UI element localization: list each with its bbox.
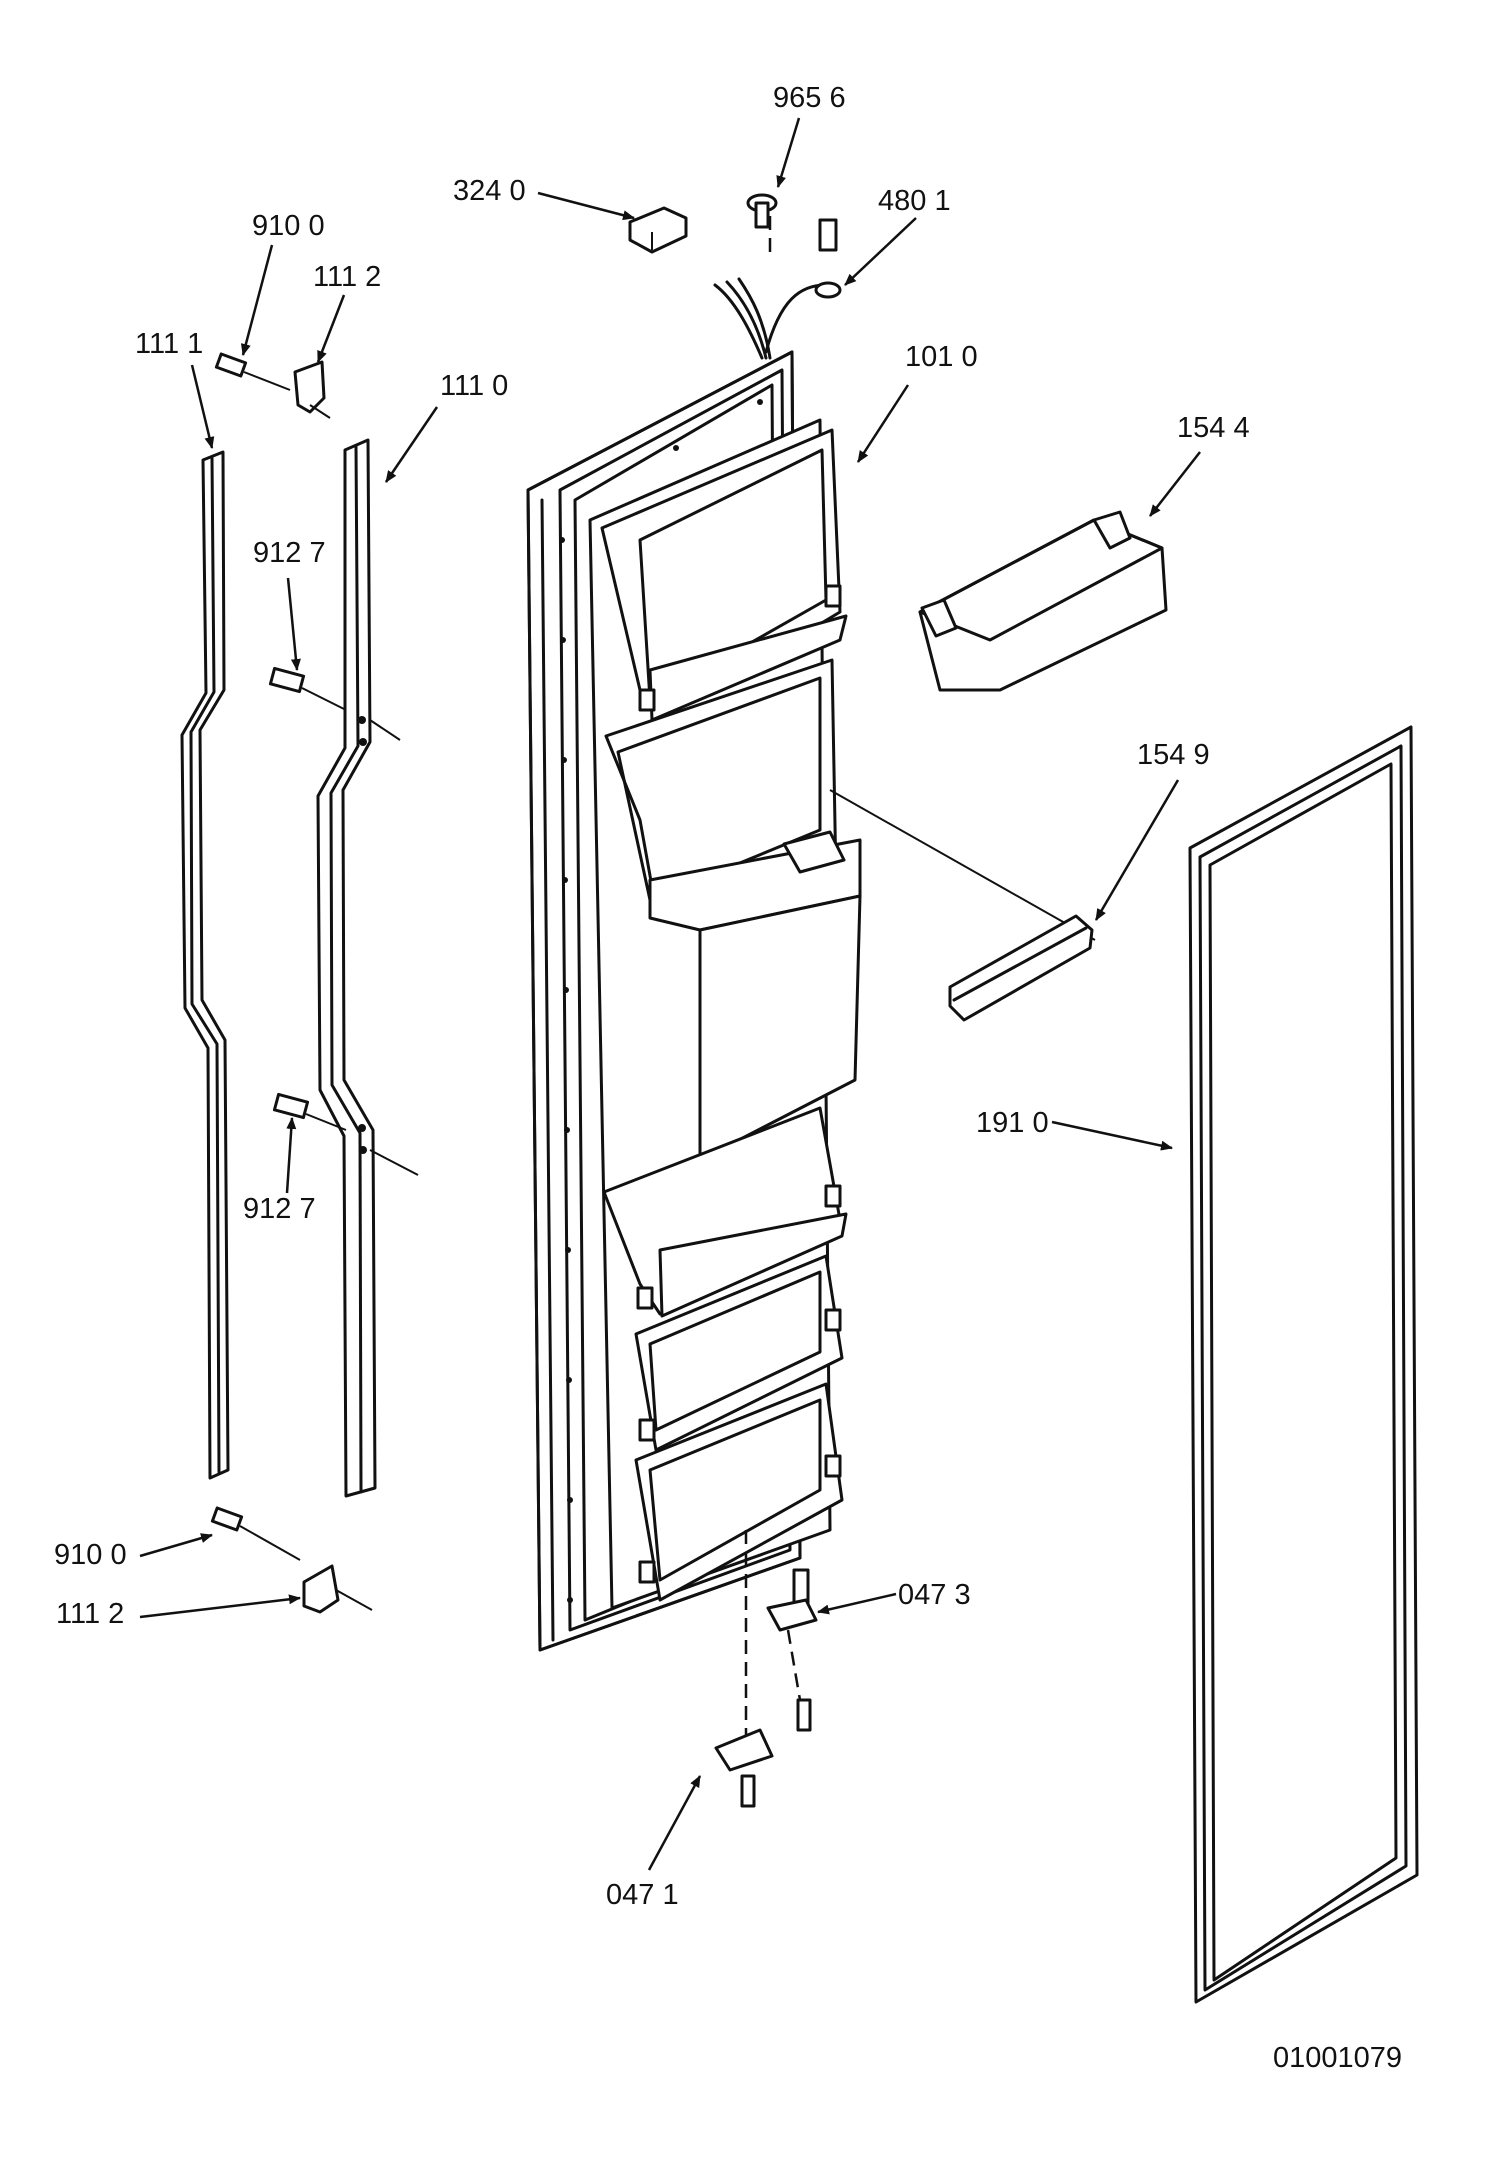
label-111-1: 111 1 <box>135 328 203 360</box>
hinge-lower-part <box>714 1728 774 1808</box>
screw-9127-bottom <box>272 1092 347 1131</box>
label-910-0-top: 910 0 <box>252 210 325 242</box>
label-111-0: 111 0 <box>440 370 508 402</box>
label-154-4: 154 4 <box>1177 412 1250 444</box>
label-047-3: 047 3 <box>898 1579 971 1611</box>
leader-lines <box>139 117 1201 1871</box>
trim-strip-left-part <box>180 450 230 1480</box>
dispenser-trim-part <box>948 914 1094 1022</box>
label-480-1: 480 1 <box>878 185 951 217</box>
hinge-upper-part <box>766 1568 818 1732</box>
door-handle-part <box>316 438 419 1498</box>
wire-connector-part <box>628 206 688 254</box>
figure-id: 01001079 <box>1273 2042 1402 2074</box>
label-111-2-top: 111 2 <box>313 261 381 293</box>
label-101-0: 101 0 <box>905 341 978 373</box>
label-324-0: 324 0 <box>453 175 526 207</box>
screw-9127-top <box>268 666 347 711</box>
ground-screw-part <box>814 218 842 299</box>
label-111-2-bottom: 111 2 <box>56 1598 124 1630</box>
door-liner-part <box>526 216 1096 1760</box>
label-912-7-bottom: 912 7 <box>243 1193 316 1225</box>
screw-9100-top <box>214 352 291 391</box>
label-047-1: 047 1 <box>606 1879 679 1911</box>
door-shelf-bin-part <box>918 510 1168 692</box>
bracket-1112-bottom <box>302 1564 373 1614</box>
door-screw-holes <box>559 399 763 1603</box>
screw-9100-bottom <box>210 1506 301 1561</box>
label-910-0-bottom: 910 0 <box>54 1539 127 1571</box>
bracket-1112-top <box>293 360 331 419</box>
label-912-7-top: 912 7 <box>253 537 326 569</box>
label-191-0: 191 0 <box>976 1107 1049 1139</box>
label-965-6: 965 6 <box>773 82 846 114</box>
label-154-9: 154 9 <box>1137 739 1210 771</box>
light-socket-part <box>746 193 778 229</box>
door-gasket-part <box>1188 725 1419 2004</box>
